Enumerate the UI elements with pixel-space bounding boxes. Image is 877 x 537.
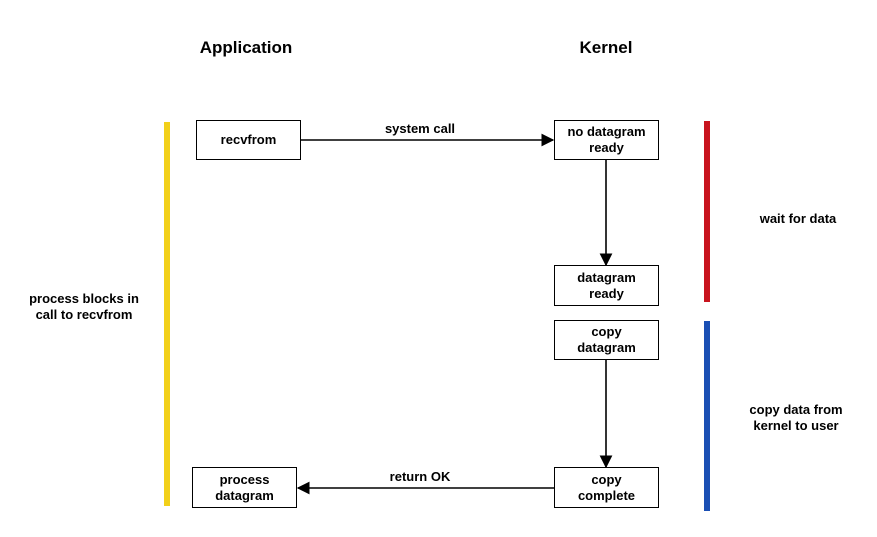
copy-data-bar [704,321,710,511]
application-title: Application [199,38,293,57]
kernel-title: Kernel [579,38,633,57]
copy-datagram-box: copy datagram [554,320,659,360]
return-ok-label: return OK [389,469,451,484]
wait-for-data-label: wait for data [759,211,837,226]
process-blocks-label: process blocks in call to recvfrom [29,291,139,322]
recvfrom-box: recvfrom [196,120,301,160]
process-datagram-box: process datagram [192,467,297,508]
wait-for-data-bar [704,121,710,302]
blocking-period-bar [164,122,170,506]
no-datagram-ready-box: no datagram ready [554,120,659,160]
copy-data-label: copy data from kernel to user [749,402,843,433]
system-call-label: system call [384,121,456,136]
copy-complete-box: copy complete [554,467,659,508]
datagram-ready-box: datagram ready [554,265,659,306]
